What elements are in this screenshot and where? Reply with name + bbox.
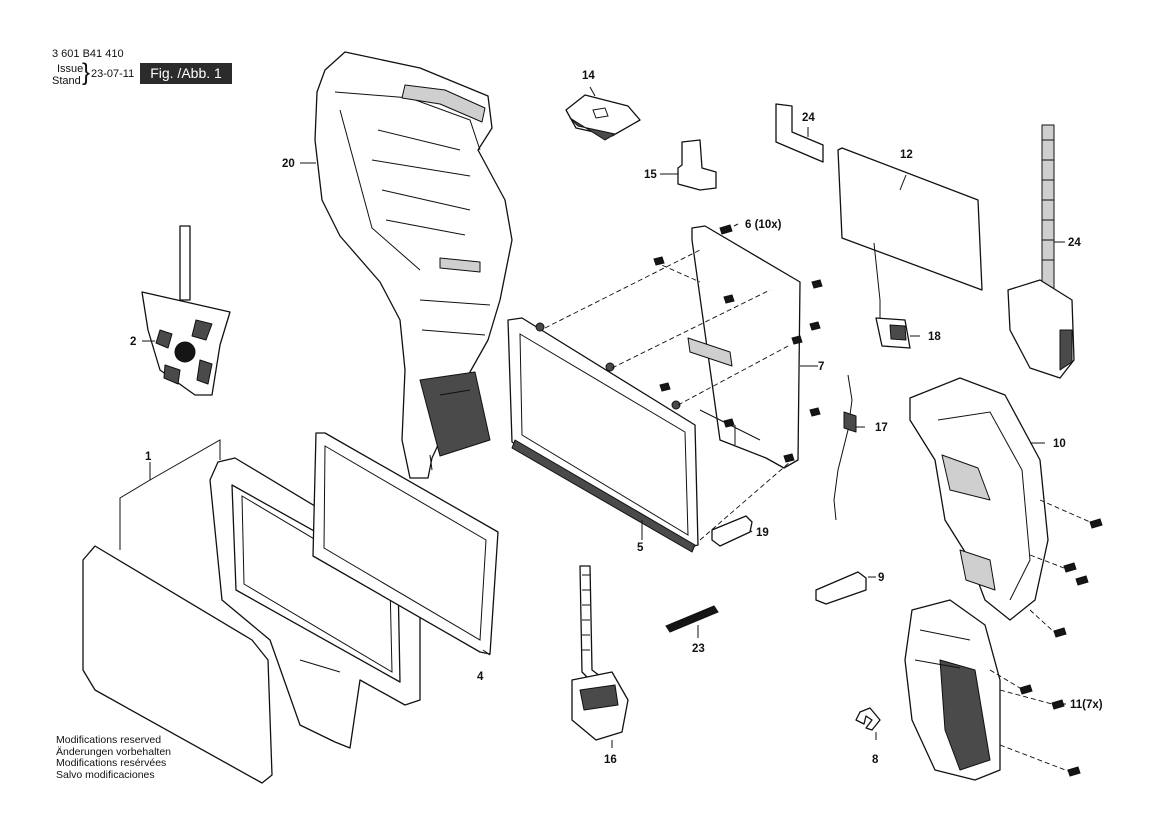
callout-5: 5 — [637, 542, 644, 554]
part-4-gasket — [312, 432, 499, 655]
part-12-window — [837, 147, 983, 291]
callout-6: 6 (10x) — [745, 219, 782, 231]
callout-17: 17 — [875, 422, 888, 434]
callout-10: 10 — [1053, 438, 1066, 450]
assembly-lines-5-7 — [544, 249, 791, 541]
part-5-display-module — [507, 317, 699, 553]
callout-24-probe: 24 — [1068, 237, 1081, 249]
part-24-film — [775, 103, 824, 163]
part-14-cap — [565, 94, 641, 141]
callout-23: 23 — [692, 643, 705, 655]
part-2-bracket — [141, 225, 231, 396]
callout-14: 14 — [582, 70, 595, 82]
callout-12: 12 — [900, 149, 913, 161]
leader-lines — [119, 86, 1066, 748]
callout-15: 15 — [644, 169, 657, 181]
callout-9: 9 — [878, 572, 884, 584]
callout-1: 1 — [145, 451, 152, 463]
brace-symbol: } — [82, 59, 91, 86]
document-number: 3 601 B41 410 — [52, 48, 124, 60]
part-10-rear-housing — [909, 377, 1049, 621]
part-11-screws — [989, 499, 1103, 777]
note-de: Änderungen vorbehalten — [56, 745, 172, 758]
callout-4: 4 — [477, 671, 484, 683]
part-9-connector — [815, 571, 867, 605]
part-6-screws — [653, 224, 823, 463]
part-24-probe — [1007, 124, 1075, 379]
callout-11: 11(7x) — [1070, 699, 1103, 711]
stand-label: Stand — [52, 75, 81, 87]
issue-date: 23-07-11 — [91, 68, 135, 80]
callout-16: 16 — [604, 754, 617, 766]
note-es: Salvo modificaciones — [56, 768, 155, 781]
part-7-circuit-board — [687, 225, 801, 469]
part-19-latch — [711, 515, 753, 547]
part-17-cable — [833, 374, 857, 521]
part-23-strip — [665, 605, 719, 633]
note-en: Modifications reserved — [56, 734, 162, 746]
callout-8: 8 — [872, 754, 879, 766]
part-20-housing-shell — [314, 51, 513, 479]
callout-19: 19 — [756, 527, 769, 539]
note-fr: Modifications resérvées — [56, 757, 167, 769]
issue-label: Issue — [57, 63, 84, 75]
part-18-sensor — [873, 242, 911, 349]
part-11-grip — [904, 599, 1001, 781]
callout-20: 20 — [282, 158, 295, 170]
callout-7: 7 — [818, 361, 824, 373]
figure-badge: Fig. /Abb. 1 — [140, 63, 232, 84]
part-8-clip — [855, 707, 881, 731]
callout-18: 18 — [928, 331, 941, 343]
part-15-clip — [677, 139, 717, 191]
callout-24-film: 24 — [802, 112, 815, 124]
part-1-cover-panel — [82, 545, 273, 784]
modification-notes: Modifications reserved Änderungen vorbeh… — [56, 734, 172, 781]
callout-2: 2 — [130, 336, 136, 348]
part-16-ribbon-cable — [571, 565, 629, 741]
